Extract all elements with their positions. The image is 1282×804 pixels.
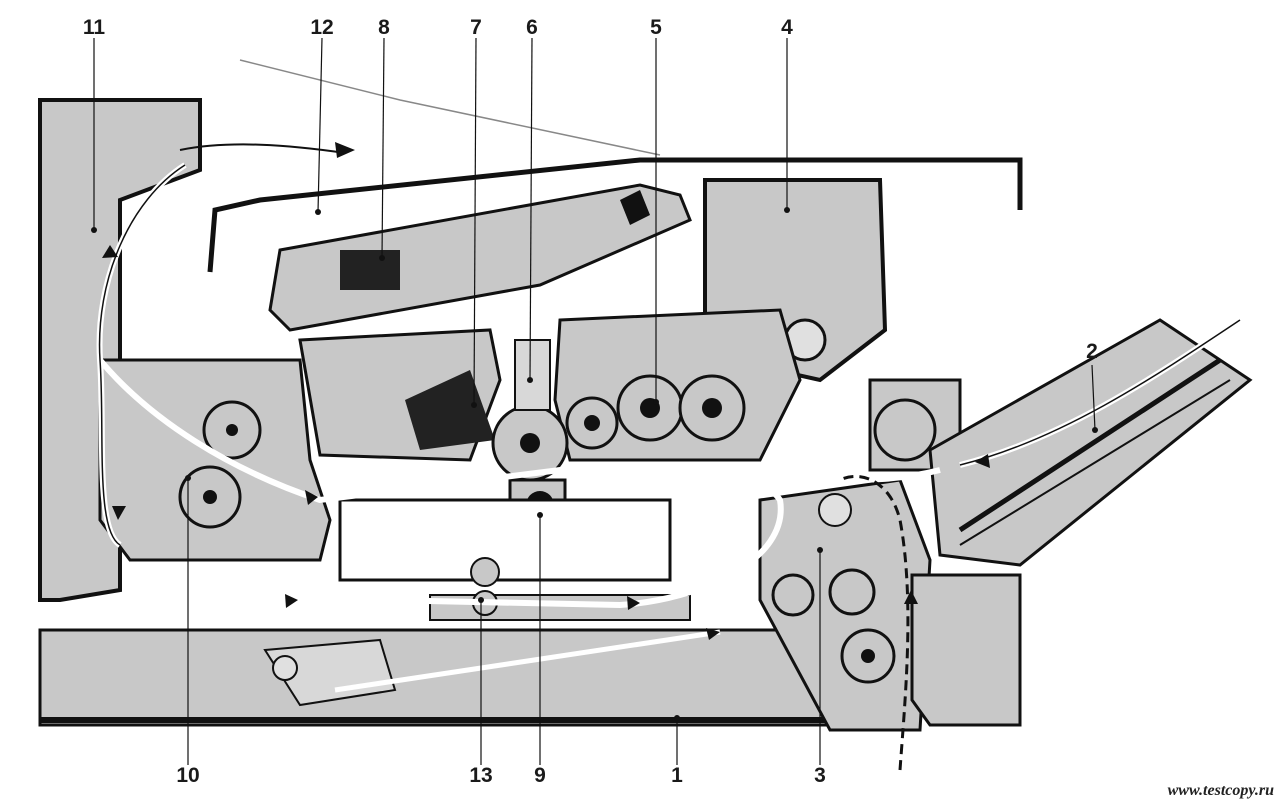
watermark: www.testcopy.ru (1167, 782, 1274, 799)
leader-lines (93, 37, 1096, 765)
top-output-tray (207, 59, 1023, 273)
callout-2: 2 (1086, 340, 1098, 363)
mp-tray (928, 318, 1253, 567)
callout-11: 11 (82, 16, 106, 39)
eject-path-line (179, 143, 346, 154)
callout-12: 12 (310, 16, 334, 39)
laser-scanner-unit (268, 183, 692, 332)
paper-feed-unit (758, 478, 932, 732)
callout-8: 8 (378, 16, 390, 39)
feed-direction-arrows (102, 142, 990, 640)
callout-4: 4 (781, 16, 793, 39)
callout-5: 5 (650, 16, 662, 39)
callout-6: 6 (526, 16, 538, 39)
callout-10: 10 (176, 764, 200, 787)
paper-path-outline (98, 164, 1241, 546)
callout-3: 3 (814, 764, 826, 787)
leader-dots (91, 207, 1098, 721)
fuser-unit (98, 358, 332, 562)
developer-unit (553, 308, 802, 462)
paper-cassette (38, 628, 842, 727)
callout-9: 9 (534, 764, 546, 787)
mp-feed-dashed-path (839, 474, 910, 771)
callout-13: 13 (469, 764, 493, 787)
front-cover (868, 378, 1022, 727)
drum-unit (298, 328, 569, 482)
callout-1: 1 (671, 764, 683, 787)
callout-7: 7 (470, 16, 482, 39)
